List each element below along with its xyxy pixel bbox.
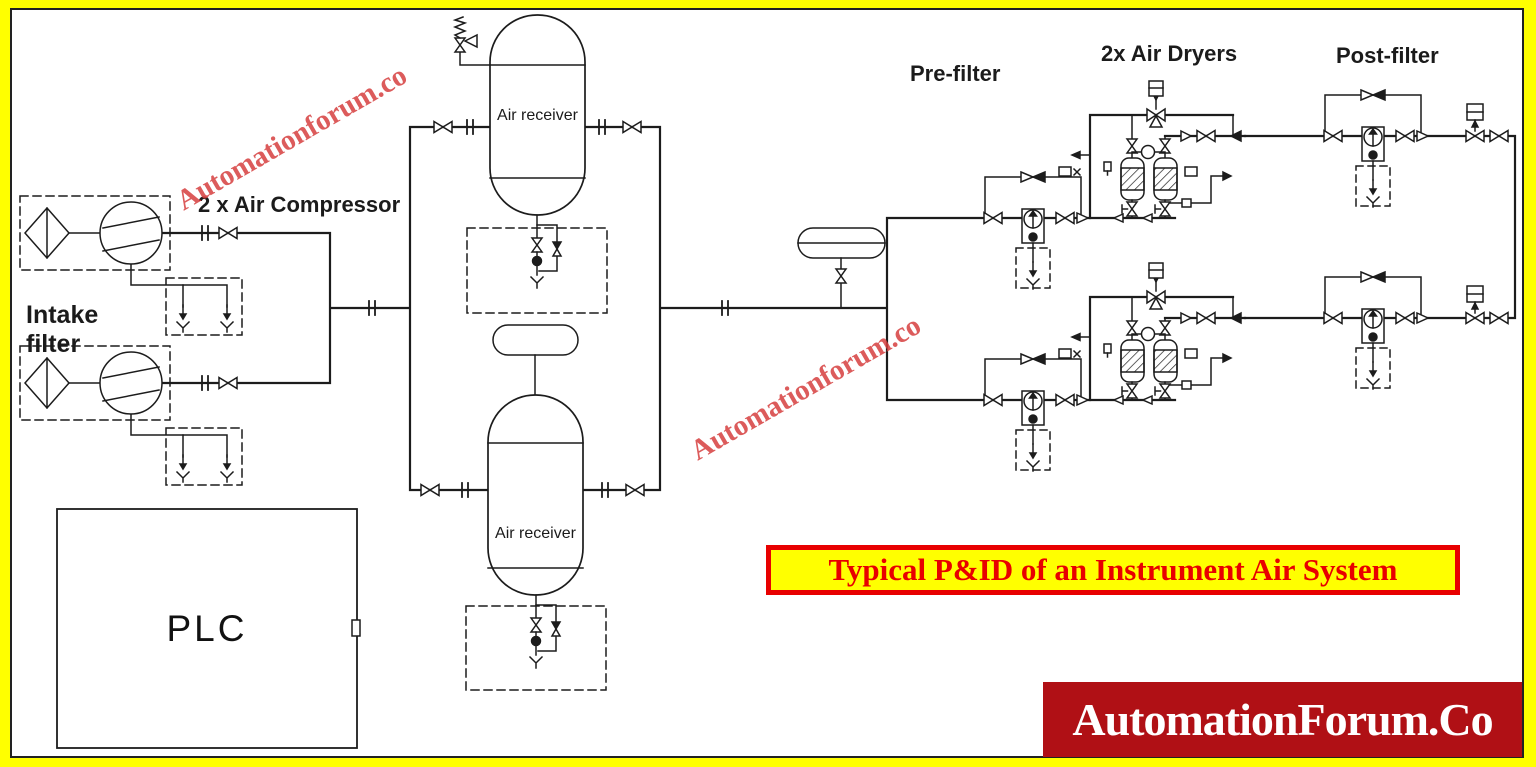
- condensate-drain-box: [166, 278, 242, 335]
- air-receiver-bottom-label: Air receiver: [495, 525, 576, 542]
- vessel: [487, 394, 584, 596]
- air-receiver-top-label: Air receiver: [497, 107, 578, 124]
- air-receiver-2: [420, 394, 645, 691]
- valve-icon: [835, 268, 847, 284]
- condensate-drain-box: [166, 428, 242, 485]
- post-filter-station-2: [1324, 272, 1428, 389]
- air-dryer-unit-1: [1059, 81, 1245, 222]
- pre-filter-label: Pre-filter: [910, 61, 1001, 86]
- compressor-group-1: [19, 195, 242, 335]
- compressor-icon: [99, 201, 163, 265]
- air-dryers-label: 2x Air Dryers: [1101, 41, 1238, 66]
- pressure-control-valve-icon: [1466, 104, 1484, 142]
- air-dryer-unit-2: [1059, 263, 1245, 404]
- air-receiver-1: [433, 14, 642, 314]
- secondary-pipes: [68, 232, 184, 436]
- compressor-icon: [99, 351, 163, 415]
- pressure-control-valve-icon: [1466, 286, 1484, 324]
- intake-filter-label: Intake filter: [26, 301, 99, 358]
- pre-filter-station-2: [984, 354, 1088, 471]
- valve-icon: [625, 483, 645, 497]
- compressor-group-2: [19, 345, 242, 485]
- moisture-separator: [492, 324, 579, 396]
- valve-icon: [433, 120, 453, 134]
- drain-trap-icon: [531, 215, 561, 288]
- valve-icon: [1489, 311, 1509, 325]
- compressors-label: 2 x Air Compressor: [198, 192, 401, 217]
- post-filter-station-1: [1324, 90, 1428, 207]
- diagram-title: Typical P&ID of an Instrument Air System: [828, 552, 1398, 587]
- valve-icon: [1489, 129, 1509, 143]
- package-boundary: [19, 345, 171, 421]
- site-logo: AutomationForum.Co: [1043, 682, 1522, 757]
- pre-filter-station-1: [984, 172, 1088, 289]
- wet-air-receiver: [797, 227, 886, 309]
- valve-icon: [218, 376, 238, 390]
- package-boundary: [19, 195, 171, 271]
- title-banner: Typical P&ID of an Instrument Air System: [766, 545, 1460, 595]
- main-pipes: [160, 125, 1517, 492]
- valve-icon: [218, 226, 238, 240]
- intake-filter-icon: [24, 207, 70, 259]
- post-filter-label: Post-filter: [1336, 43, 1439, 68]
- valve-icon: [420, 483, 440, 497]
- plc-box: [56, 508, 361, 749]
- plc-label: PLC: [166, 607, 248, 649]
- intake-filter-icon: [24, 357, 70, 409]
- valve-icon: [622, 120, 642, 134]
- relief-valve-icon: [452, 16, 491, 66]
